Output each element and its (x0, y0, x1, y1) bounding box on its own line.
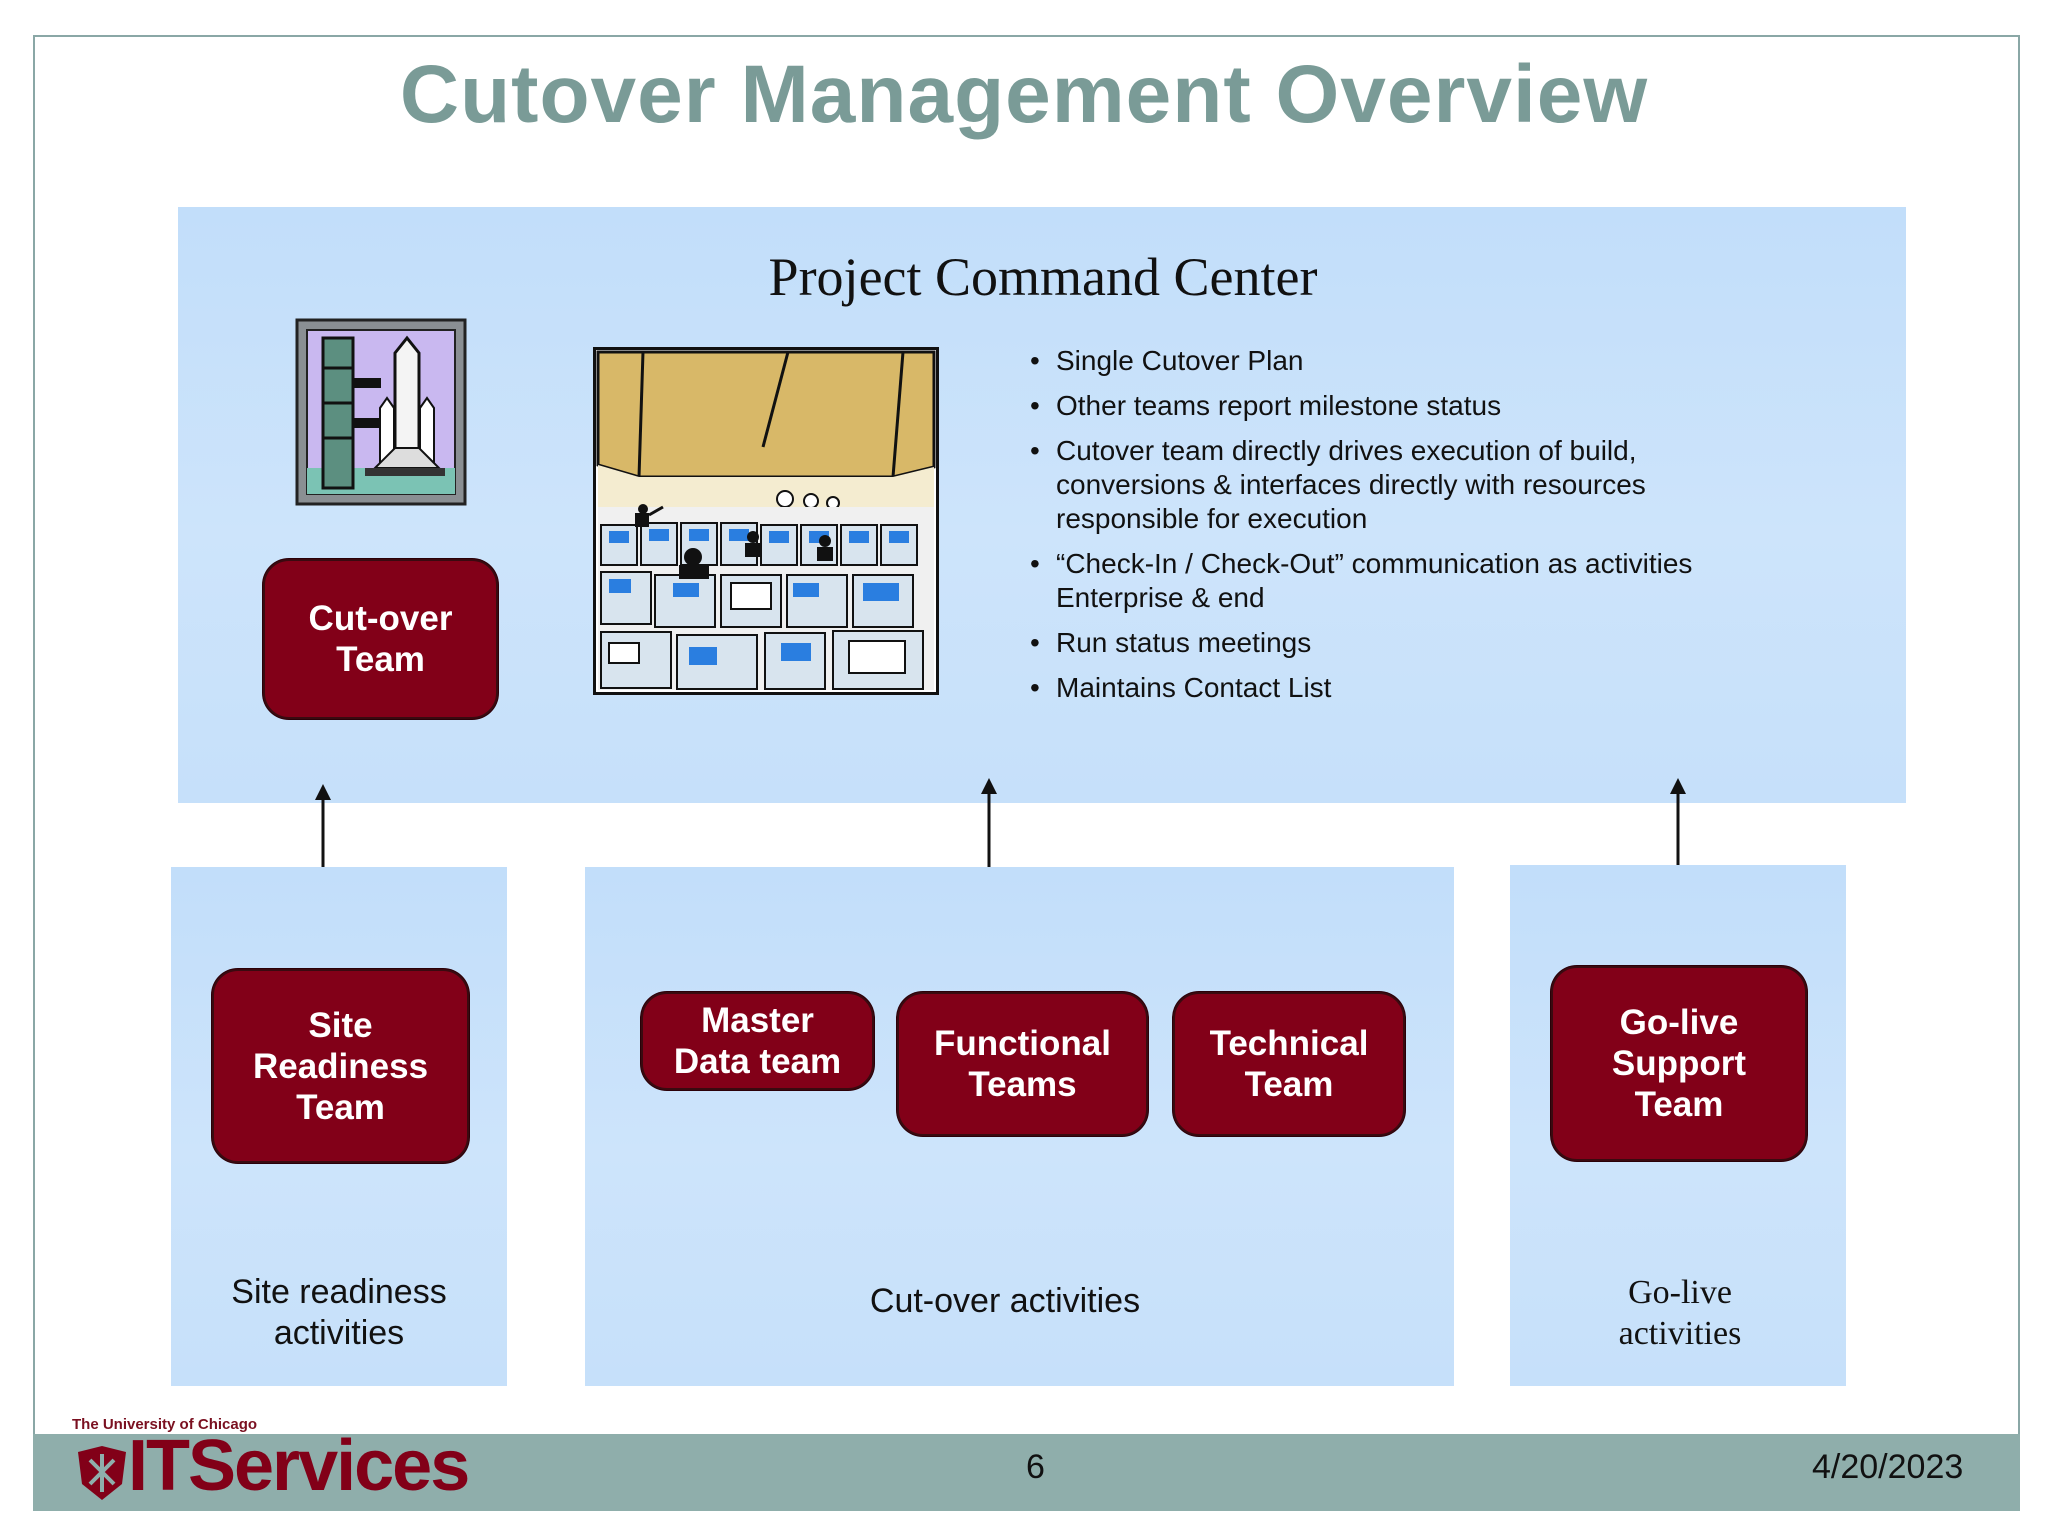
bullet-item: “Check-In / Check-Out” communication as … (1030, 547, 1790, 615)
page-number: 6 (1026, 1448, 1045, 1486)
space-shuttle-icon (295, 318, 467, 506)
technical-team-box: Technical Team (1173, 992, 1405, 1136)
bullet-item: Cutover team directly drives execution o… (1030, 434, 1790, 536)
master-data-team-box: Master Data team (641, 992, 874, 1090)
bullet-item: Single Cutover Plan (1030, 344, 1790, 378)
command-room-illustration (593, 347, 939, 695)
functional-teams-box: Functional Teams (897, 992, 1148, 1136)
command-center-title: Project Command Center (768, 247, 1318, 307)
bullet-item: Run status meetings (1030, 626, 1790, 660)
bullet-item: Other teams report milestone status (1030, 389, 1790, 423)
site-readiness-activities-label: Site readiness activities (231, 1273, 447, 1352)
cutover-team-box: Cut-over Team (263, 559, 498, 719)
command-center-bullets: Single Cutover Plan Other teams report m… (1030, 344, 1790, 716)
university-name: The University of Chicago (72, 1416, 258, 1433)
footer-bar (33, 1434, 2020, 1511)
golive-activities-label: Go-live activities (1618, 1274, 1742, 1352)
it-services-logo: ITServices (128, 1426, 470, 1506)
bullet-item: Maintains Contact List (1030, 671, 1790, 705)
site-readiness-team-box: Site Readiness Team (212, 969, 469, 1163)
cutover-activities-label: Cut-over activities (869, 1282, 1141, 1320)
slide-date: 4/20/2023 (1812, 1448, 1964, 1486)
golive-support-team-box: Go-live Support Team (1551, 966, 1807, 1161)
university-seal-icon (78, 1446, 126, 1500)
slide-title: Cutover Management Overview (399, 49, 1649, 140)
